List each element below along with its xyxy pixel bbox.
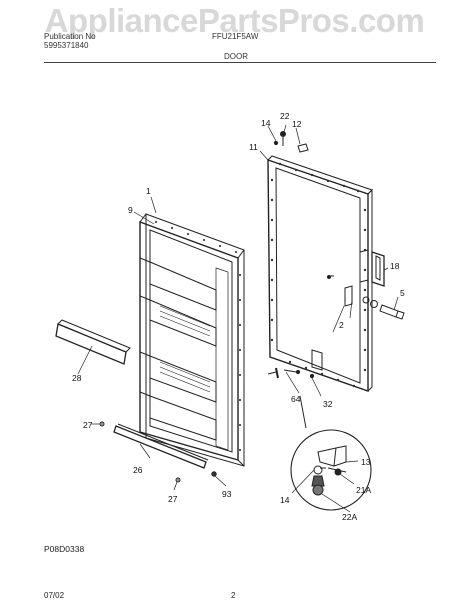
screw-93 [211,471,217,477]
lock-parts [327,275,405,320]
shelf-bar [55,319,131,365]
callout-strike: 12 [292,119,302,129]
footer-date: 07/02 [44,591,65,600]
door-liner [267,155,373,392]
hinge-detail-circle [290,395,372,511]
diagram-code: P08D0338 [44,544,85,554]
top-hinge-parts [273,131,309,153]
footer-page: 2 [231,591,236,600]
callout-shelf-front: 26 [133,465,143,475]
callout-spacer: 64 [291,394,301,404]
callout-gasket-bottom: 32 [323,399,333,409]
callout-handle: 18 [390,261,400,271]
door-handle [371,251,385,287]
callout-hinge-pin-bottom: 22A [342,512,357,522]
bottom-hinge-parts [267,367,315,379]
callout-screw-top: 14 [261,118,271,128]
callout-shelf-bar: 28 [72,373,82,383]
callout-screw-left: 27 [83,420,93,430]
header-rule [44,62,436,63]
door-panel [139,213,245,467]
callout-screw-bottom: 14 [280,495,290,505]
callout-screw-right: 93 [222,489,232,499]
watermark: AppliancePartsPros.com [44,2,425,39]
publication-number: 5995371840 [44,41,89,50]
callout-lock-key: 5 [400,288,405,298]
callout-bushing: 21A [356,485,371,495]
callout-hinge-pin-top: 22 [280,111,290,121]
publication-label: Publication No [44,32,96,41]
shelf-front [113,423,209,469]
callout-liner: 11 [249,142,258,152]
callout-screw-left-low: 27 [168,494,178,504]
callout-door-assembly: 2 [339,320,344,330]
section-title: DOOR [224,52,248,61]
callout-hinge-cover: 13 [361,457,371,467]
callout-gasket: 9 [128,205,133,215]
callout-door-panel: 1 [146,186,151,196]
model-number: FFU21F5AW [212,32,259,41]
